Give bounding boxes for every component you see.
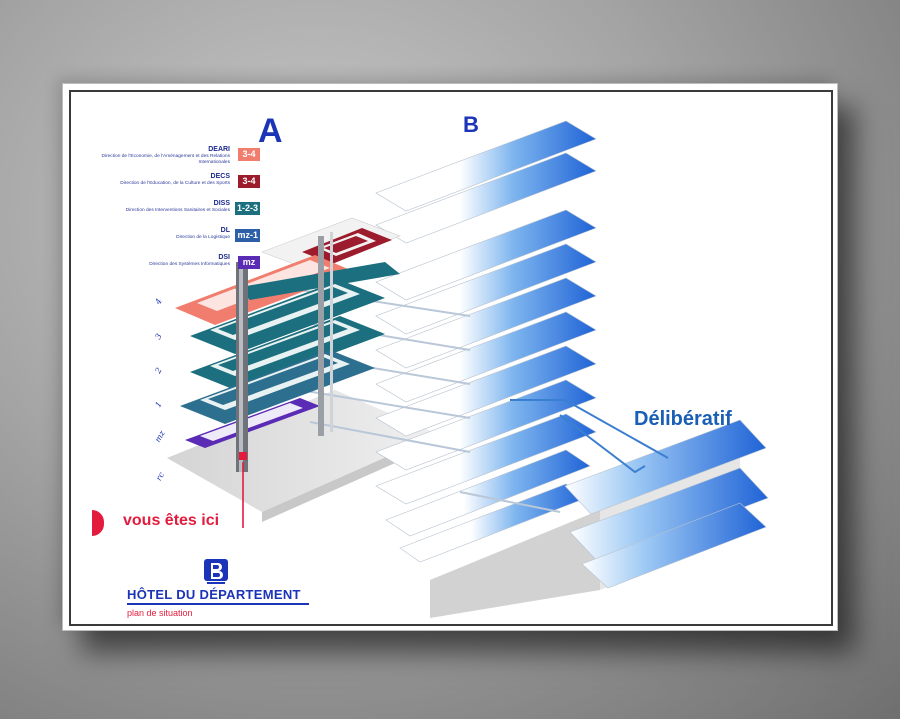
legend-code: DECS — [210, 173, 230, 180]
page-subtitle: plan de situation — [127, 608, 193, 618]
legend-row-decs: DECS Direction de l'Education, de la Cul… — [100, 173, 260, 199]
legend-code: DEARI — [208, 146, 230, 153]
deliberatif-connectors — [510, 399, 669, 474]
building-a-cores — [236, 232, 333, 472]
building-b-slabs — [375, 120, 597, 563]
legend-code: DISS — [213, 200, 230, 207]
legend-floors-badge: 1-2-3 — [234, 202, 260, 215]
page-title: HÔTEL DU DÉPARTEMENT — [127, 587, 301, 602]
legend-floors-badge: 3-4 — [238, 148, 260, 161]
building-a-label: A — [258, 112, 283, 150]
deliberatif-slabs — [564, 419, 769, 589]
you-are-here-marker — [92, 510, 104, 536]
legend-description: Direction des Interventions Sanitaires e… — [125, 208, 230, 213]
building-b-label: B — [463, 112, 479, 137]
legend-row-diss: DISS Direction des Interventions Sanitai… — [100, 200, 260, 226]
legend-row-deari: DEARI Direction de l'Economie, de l'Amén… — [100, 146, 260, 172]
you-are-here-pin — [239, 452, 247, 528]
title-underline — [127, 603, 309, 605]
department-logo-icon — [204, 559, 228, 584]
legend-row-dsi: DSI Direction des Systèmes Informatiques… — [100, 254, 260, 280]
legend-floors-badge: mz-1 — [235, 229, 260, 242]
legend-description: Direction de la Logistique — [176, 235, 230, 240]
you-are-here-label: vous êtes ici — [123, 512, 220, 529]
legend-floors-badge: mz — [238, 256, 260, 269]
legend-code: DSI — [218, 254, 230, 261]
deliberatif-label: Délibératif — [634, 408, 732, 430]
legend: DEARI Direction de l'Economie, de l'Amén… — [100, 146, 260, 281]
legend-description: Direction de l'Economie, de l'Aménagemen… — [101, 154, 231, 165]
legend-description: Direction des Systèmes Informatiques — [149, 262, 230, 267]
legend-row-dl: DL Direction de la Logistique mz-1 — [100, 227, 260, 253]
legend-code: DL — [220, 227, 230, 234]
board-frame — [69, 90, 833, 626]
legend-floors-badge: 3-4 — [238, 175, 260, 188]
legend-description: Direction de l'Education, de la Culture … — [120, 181, 230, 186]
